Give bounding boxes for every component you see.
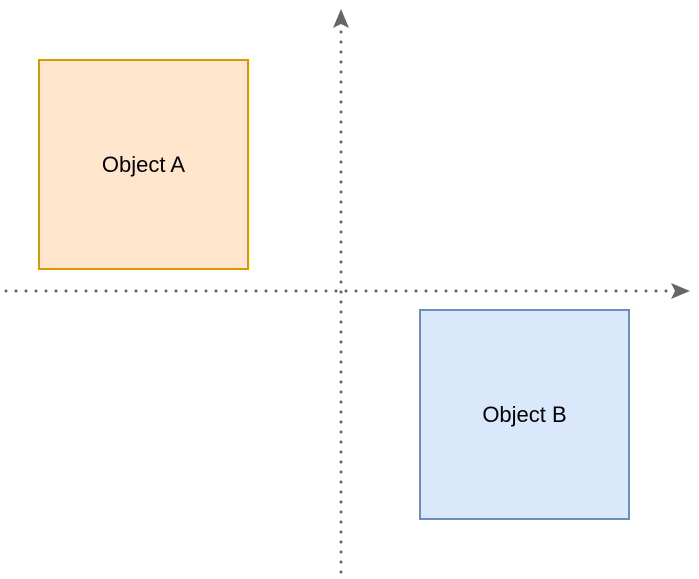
- object-a-box[interactable]: Object A: [38, 59, 249, 270]
- vertical-axis-arrowhead-icon: [333, 9, 349, 28]
- horizontal-axis-arrowhead-icon: [671, 283, 690, 299]
- object-b-box[interactable]: Object B: [419, 309, 630, 520]
- object-b-label: Object B: [482, 401, 567, 427]
- object-a-label: Object A: [101, 151, 186, 177]
